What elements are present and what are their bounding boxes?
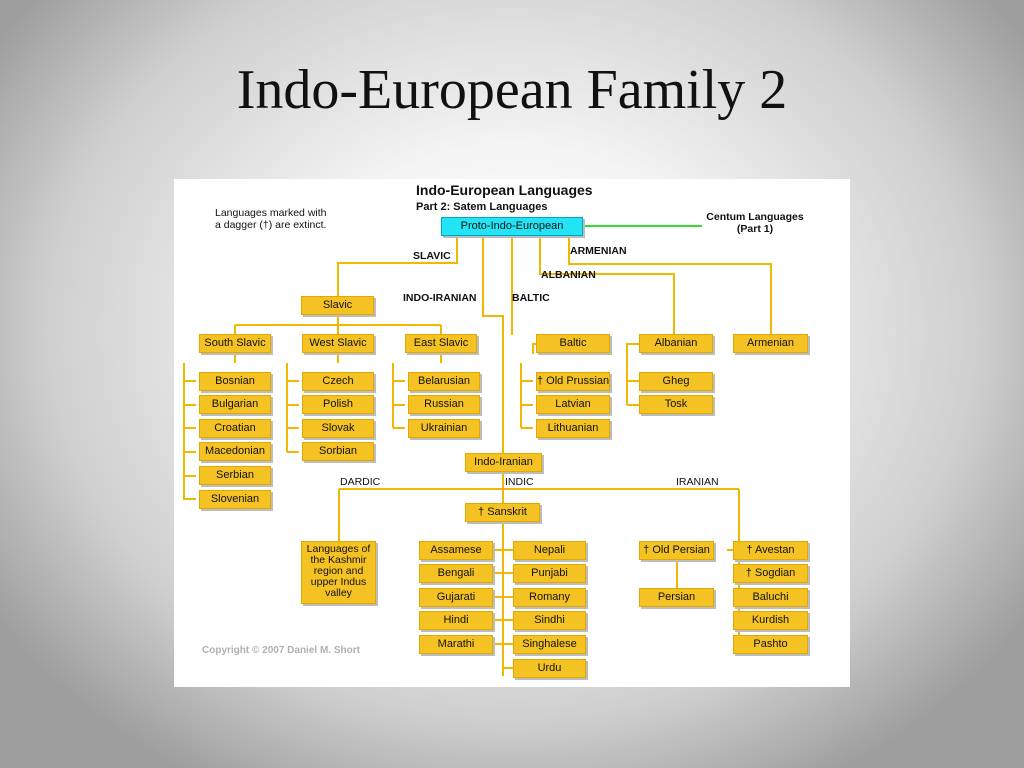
group-node-west-slavic: West Slavic [302,334,374,353]
branch-label-armenian: ARMENIAN [570,245,627,257]
language-node: Persian [639,588,714,607]
copyright-notice: Copyright © 2007 Daniel M. Short [202,645,360,656]
centum-line-2: (Part 1) [736,223,774,235]
language-node: Pashto [733,635,808,654]
group-node-baltic: Baltic [536,334,610,353]
language-node: Punjabi [513,564,586,583]
group-node-east-slavic: East Slavic [405,334,477,353]
branch-label-iranian: IRANIAN [676,476,719,488]
language-node: Nepali [513,541,586,560]
language-node: Bosnian [199,372,271,391]
language-node: Polish [302,395,374,414]
language-node: Macedonian [199,442,271,461]
language-node: Romany [513,588,586,607]
group-node-south-slavic: South Slavic [199,334,271,353]
branch-label-baltic: BALTIC [512,292,550,304]
branch-label-slavic: SLAVIC [413,250,451,262]
language-node: Gheg [639,372,713,391]
language-node: Russian [408,395,480,414]
dardic-description-node: Languages of the Kashmir region and uppe… [301,541,376,604]
language-node: Gujarati [419,588,493,607]
language-node: Baluchi [733,588,808,607]
language-node: Serbian [199,466,271,485]
language-node: Hindi [419,611,493,630]
centum-line-1: Centum Languages [706,211,804,223]
language-node: Bulgarian [199,395,271,414]
group-node-sanskrit: † Sanskrit [465,503,540,522]
language-node: Bengali [419,564,493,583]
diagram-title: Indo-European Languages [416,182,593,198]
language-node: Sorbian [302,442,374,461]
language-node: Latvian [536,395,610,414]
language-node: Marathi [419,635,493,654]
slide-title: Indo-European Family 2 [236,59,788,121]
branch-label-indo-iranian: INDO-IRANIAN [403,292,477,304]
extinct-note: Languages marked with a dagger (†) are e… [215,207,327,231]
language-node: † Avestan [733,541,808,560]
note-line-1: Languages marked with [215,207,327,219]
group-node-indo-iranian: Indo-Iranian [465,453,542,472]
language-node: Croatian [199,419,271,438]
branch-label-dardic: DARDIC [340,476,381,488]
language-node: † Sogdian [733,564,808,583]
branch-label-indic: INDIC [505,476,534,488]
proto-indo-european-node: Proto-Indo-European [441,217,583,236]
note-line-2: a dagger (†) are extinct. [215,219,327,231]
branch-label-albanian: ALBANIAN [541,269,596,281]
language-node: † Old Prussian [536,372,610,391]
diagram-subtitle: Part 2: Satem Languages [416,201,548,213]
language-node: Slovak [302,419,374,438]
language-node: Belarusian [408,372,480,391]
language-node: Ukrainian [408,419,480,438]
group-node-old-persian: † Old Persian [639,541,714,560]
group-node-slavic: Slavic [301,296,374,315]
language-node: Urdu [513,659,586,678]
language-node: Kurdish [733,611,808,630]
language-node: Slovenian [199,490,271,509]
language-node: Czech [302,372,374,391]
centum-label: Centum Languages (Part 1) [700,211,810,235]
language-tree-diagram: Indo-European Languages Part 2: Satem La… [174,179,850,687]
group-node-albanian: Albanian [639,334,713,353]
language-node: Tosk [639,395,713,414]
language-node: Assamese [419,541,493,560]
language-node: Lithuanian [536,419,610,438]
language-node: Singhalese [513,635,586,654]
group-node-armenian: Armenian [733,334,808,353]
language-node: Sindhi [513,611,586,630]
